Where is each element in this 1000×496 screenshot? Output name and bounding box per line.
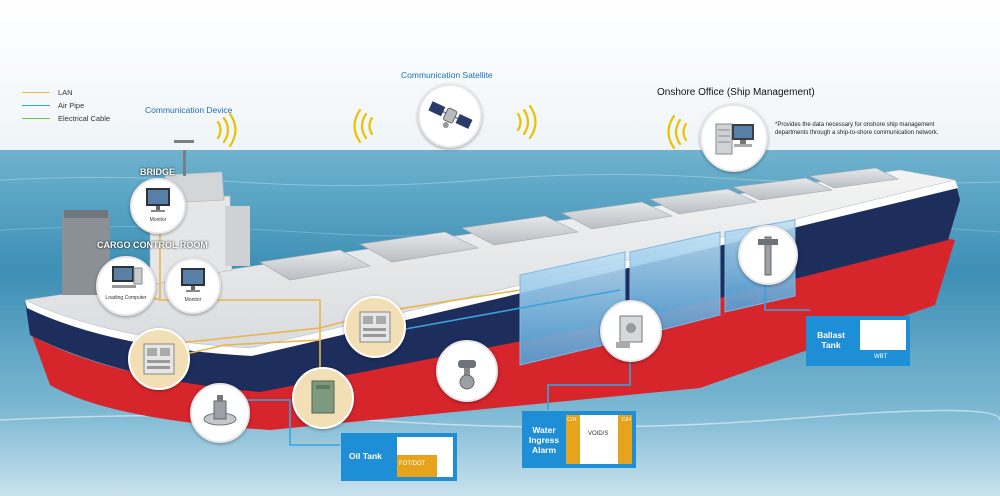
valve-sensor-icon	[203, 395, 237, 426]
control-panel-icon	[143, 343, 175, 375]
onshore-note: *Provides the data necessary for onshore…	[775, 122, 939, 136]
wifi-waves-icon	[216, 104, 688, 150]
monitor-icon	[146, 188, 170, 212]
legend-item-air-pipe: Air Pipe	[22, 101, 84, 110]
void-panel: C/H C/H VOID/S	[566, 415, 632, 464]
water-ingress-alarm-label: Water Ingress Alarm	[528, 425, 560, 455]
legend-label: LAN	[58, 88, 73, 97]
onshore-office-circle	[700, 104, 768, 172]
hull-red-boot	[30, 238, 955, 430]
ballast-water-level	[860, 350, 906, 362]
ballast-sensor-circle	[738, 225, 798, 285]
control-panel-circle	[128, 328, 190, 390]
control-panel-icon	[359, 311, 391, 343]
server-computer-icon	[715, 123, 754, 155]
water-ingress-sensor-circle	[600, 300, 662, 362]
ch-left-label: C/H	[567, 417, 577, 423]
panel-2-circle	[344, 296, 406, 358]
ch-right-label: C/H	[621, 417, 631, 423]
valve-circle	[436, 340, 498, 402]
ch-left-bar	[566, 415, 580, 464]
legend-item-lan: LAN	[22, 88, 73, 97]
communication-satellite-label: Communication Satellite	[401, 70, 493, 80]
sensor-box-icon	[616, 315, 643, 348]
junction-box-icon	[311, 380, 335, 414]
bridge-label: BRIDGE	[140, 167, 176, 177]
fot-dot-label: FOT/DOT	[399, 461, 426, 467]
hatch-covers	[259, 167, 899, 281]
fuel-level	[397, 455, 437, 477]
cargo-control-room-label: CARGO CONTROL ROOM	[97, 240, 208, 250]
fot-dot-panel: FOT/DOT	[397, 437, 453, 477]
ccr-monitor-circle: Monitor	[165, 258, 221, 314]
water-ingress-alarm-box: Water Ingress Alarm C/H C/H VOID/S	[522, 411, 636, 468]
pipe-sensor-icon	[758, 236, 778, 276]
legend-label: Air Pipe	[58, 101, 85, 110]
ch-right-bar	[618, 415, 632, 464]
satellite-icon	[428, 101, 473, 129]
legend-item-electrical-cable: Electrical Cable	[22, 114, 110, 123]
loading-computer-circle: Loading Computer	[96, 256, 156, 316]
oil-tank-label: Oil Tank	[349, 451, 382, 461]
void-s-label: VOID/S	[588, 431, 609, 437]
oil-tank-box: Oil Tank FOT/DOT	[341, 433, 457, 481]
valve-icon	[458, 360, 476, 390]
air-pipe-swatch	[22, 104, 50, 107]
electrical-swatch	[22, 117, 50, 120]
sky	[0, 0, 1000, 160]
ballast-tank-label: Ballast Tank	[817, 330, 845, 350]
wbt-panel: WBT	[860, 320, 906, 362]
communication-device-label: Communication Device	[145, 105, 233, 115]
oil-sensor-circle	[190, 383, 250, 443]
bridge-monitor-circle: Monitor	[130, 178, 186, 234]
monitor-icon	[181, 268, 205, 292]
legend-label: Electrical Cable	[58, 114, 111, 123]
onshore-office-label: Onshore Office (Ship Management)	[657, 87, 815, 98]
monitor-icon	[112, 266, 143, 288]
wbt-label: WBT	[874, 354, 888, 360]
junction-box-circle	[292, 367, 354, 429]
bridge-monitor-label: Monitor	[149, 217, 167, 223]
ccr-monitor-label: Monitor	[184, 297, 202, 303]
ballast-tank-box: Ballast Tank WBT	[806, 316, 910, 366]
satellite-circle	[418, 84, 482, 148]
lan-swatch	[22, 91, 50, 94]
loading-computer-label: Loading Computer	[105, 295, 147, 301]
hull-deck-edge	[25, 180, 958, 356]
